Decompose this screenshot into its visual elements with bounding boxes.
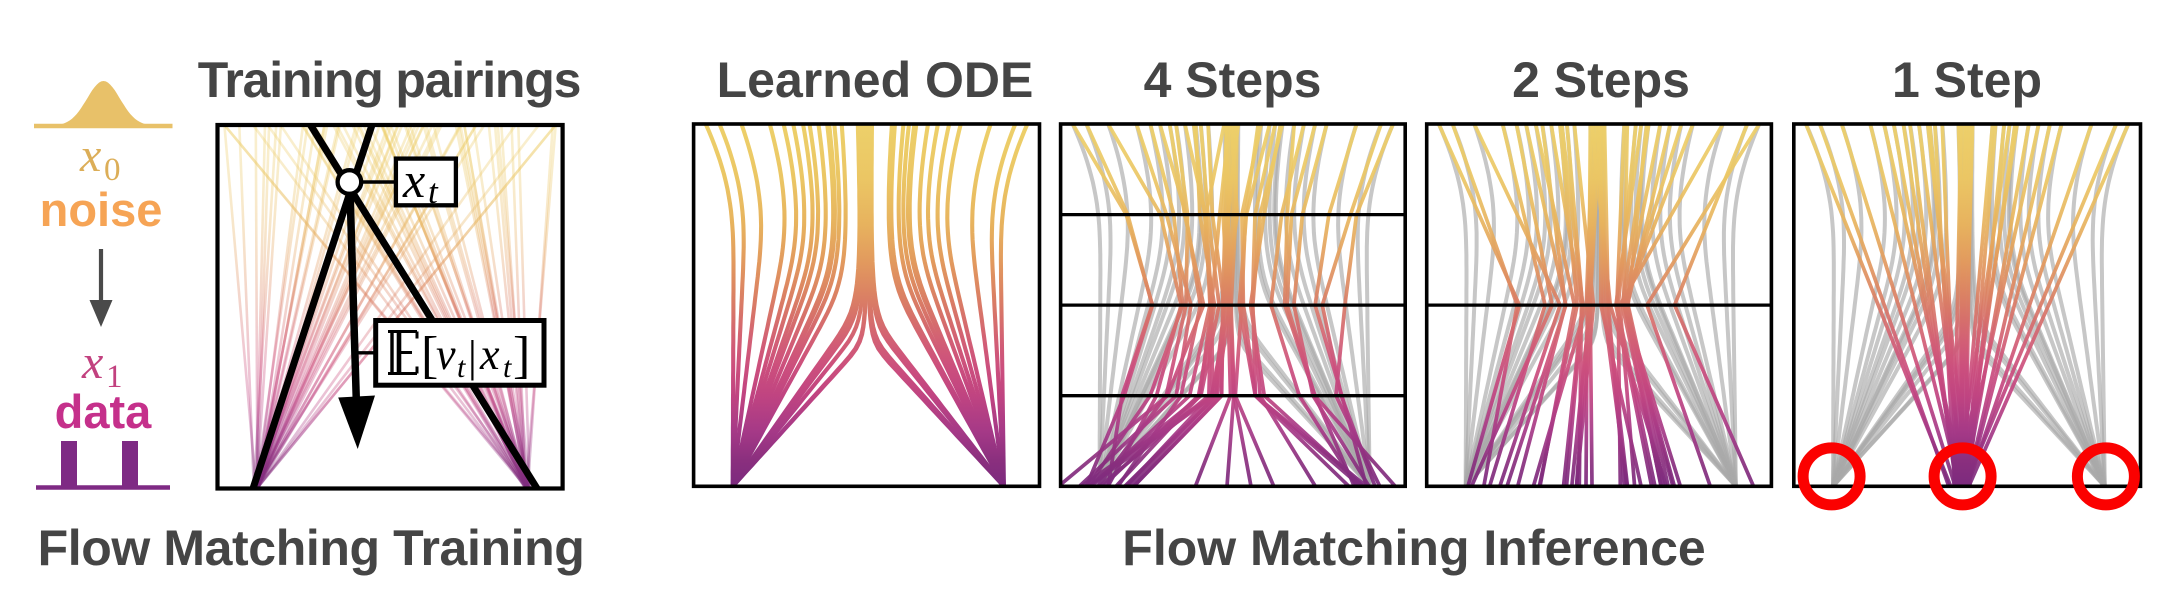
svg-text:t: t [457,351,466,384]
svg-text:4 Steps: 4 Steps [1144,52,1322,108]
svg-text:[: [ [421,327,438,384]
svg-text:Training pairings: Training pairings [198,52,580,108]
svg-text:t: t [428,172,439,211]
svg-text:x: x [479,330,500,379]
svg-text:1: 1 [106,359,123,395]
svg-text:t: t [503,351,512,384]
svg-text:noise: noise [40,183,163,236]
svg-text:x: x [81,336,103,389]
svg-text:x: x [402,152,425,208]
svg-text:Flow Matching Training: Flow Matching Training [38,520,585,576]
svg-text:1 Step: 1 Step [1892,52,2042,108]
svg-text:v: v [436,330,456,379]
svg-text:2 Steps: 2 Steps [1512,52,1690,108]
svg-text:]: ] [513,327,530,384]
svg-text:data: data [55,385,153,438]
svg-text:0: 0 [104,152,121,188]
svg-text:Learned ODE: Learned ODE [717,52,1034,108]
svg-text:x: x [79,129,101,182]
svg-text:Flow Matching Inference: Flow Matching Inference [1122,520,1705,576]
svg-text:|: | [468,332,477,381]
